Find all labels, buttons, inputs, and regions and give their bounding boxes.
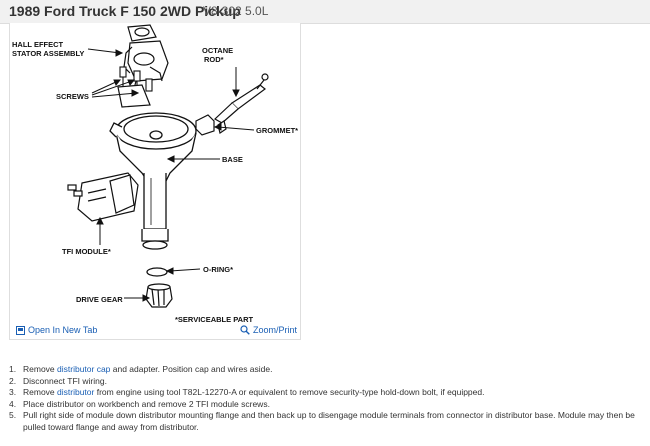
step-text: Remove [23,364,58,374]
tfi-module-drawing [67,172,139,222]
label-grommet: GROMMET* [256,126,298,135]
drive-gear-drawing [145,283,173,308]
distributor-shaft-drawing [141,173,169,250]
label-drive-gear: DRIVE GEAR [76,295,123,304]
open-in-new-tab-label: Open In New Tab [28,325,98,335]
label-serviceable-part: *SERVICEABLE PART [175,315,253,323]
label-tfi-module: TFI MODULE* [62,247,111,256]
distributor-base-drawing [109,112,197,186]
label-base: BASE [222,155,243,164]
step-item: 1. Remove distributor cap and adapter. Po… [9,364,639,376]
label-hall-effect-2: STATOR ASSEMBLY [12,49,84,58]
step-text: Disconnect TFI wiring. [23,375,107,386]
distributor-exploded-diagram: HALL EFFECT STATOR ASSEMBLY OCTANE ROD* … [12,24,298,323]
engine-subtitle: V8-302 5.0L [203,4,269,18]
step-text: Pull right side of module down distribut… [23,410,635,432]
grommet-drawing [195,114,215,136]
step-item: 4. Place distributor on workbench and rem… [9,399,639,411]
label-screws: SCREWS [56,92,89,101]
label-octane-1: OCTANE [202,46,233,55]
zoom-print-label: Zoom/Print [252,325,297,335]
label-octane-2: ROD* [204,55,224,64]
label-hall-effect-1: HALL EFFECT [12,40,64,49]
bracket-drawing [117,84,151,108]
step-number: 4. [9,398,17,409]
step-text: from engine using tool T82L-12270-A or e… [94,387,485,398]
page-header: 1989 Ford Truck F 150 2WD Pickup V8-302 … [0,0,650,24]
diagram-figure: HALL EFFECT STATOR ASSEMBLY OCTANE ROD* … [9,23,301,340]
step-number: 2. [9,375,17,386]
step-text: Remove [23,387,58,398]
step-item: 3. Remove distributor from engine using t… [9,387,639,399]
vehicle-title: 1989 Ford Truck F 150 2WD Pickup [9,3,241,19]
o-ring-drawing [146,267,168,277]
procedure-steps: 1. Remove distributor cap and adapter. Po… [9,364,639,434]
screws-drawing [119,66,153,92]
distributor-link[interactable]: distributor [57,387,95,398]
step-item: 2. Disconnect TFI wiring. [9,376,639,388]
label-o-ring: O-RING* [203,265,233,274]
step-text: Place distributor on workbench and remov… [23,398,270,409]
open-in-new-tab-link[interactable]: Open In New Tab [16,325,97,335]
step-number: 1. [9,364,17,374]
open-tab-icon [16,325,25,335]
step-number: 3. [9,387,17,398]
step-number: 5. [9,410,17,421]
step-text: and adapter. Position cap and wires asid… [110,364,273,374]
magnifier-icon [240,325,250,335]
zoom-print-link[interactable]: Zoom/Print [240,325,297,335]
octane-rod-drawing [213,73,269,134]
step-item: 5. Pull right side of module down distrib… [9,410,639,433]
distributor-cap-link[interactable]: distributor cap [57,364,111,374]
figure-footer: Open In New Tab Zoom/Print [10,323,300,339]
